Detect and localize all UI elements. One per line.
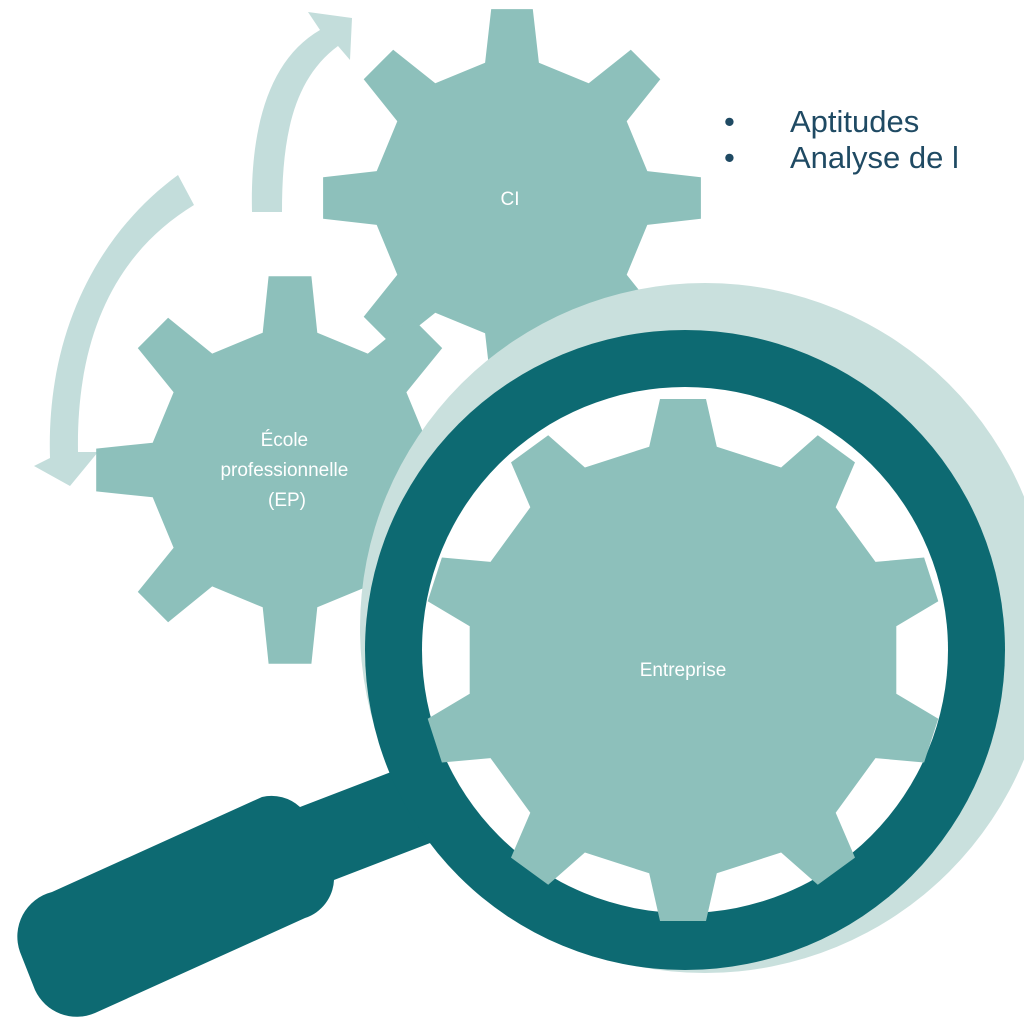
gear-ep-label: École professionnelle (EP)	[220, 430, 353, 511]
cycle-arrows	[34, 12, 352, 486]
gear-ep-label-line-1: École	[261, 430, 309, 451]
bullet-marker: •	[724, 104, 735, 139]
gear-ep-label-line-2: professionnelle	[220, 460, 348, 481]
magnifier-handle	[17, 747, 490, 1017]
bullet-marker: •	[724, 140, 735, 175]
gear-entreprise-label: Entreprise	[640, 660, 727, 681]
curved-arrow-up-icon	[251, 12, 352, 212]
bullet-list: • Aptitudes • Analyse de l	[724, 104, 959, 176]
bullet-item-aptitudes: • Aptitudes	[724, 104, 959, 140]
bullet-item-analyse: • Analyse de l	[724, 140, 959, 176]
curved-arrow-down-icon	[34, 175, 194, 486]
gear-ci	[323, 9, 701, 387]
gear-ep-label-line-3: (EP)	[268, 490, 306, 511]
gear-entreprise	[427, 399, 939, 921]
bullet-text: Analyse de l	[790, 140, 959, 175]
gear-ci-label: CI	[501, 189, 520, 210]
bullet-text: Aptitudes	[790, 104, 920, 139]
